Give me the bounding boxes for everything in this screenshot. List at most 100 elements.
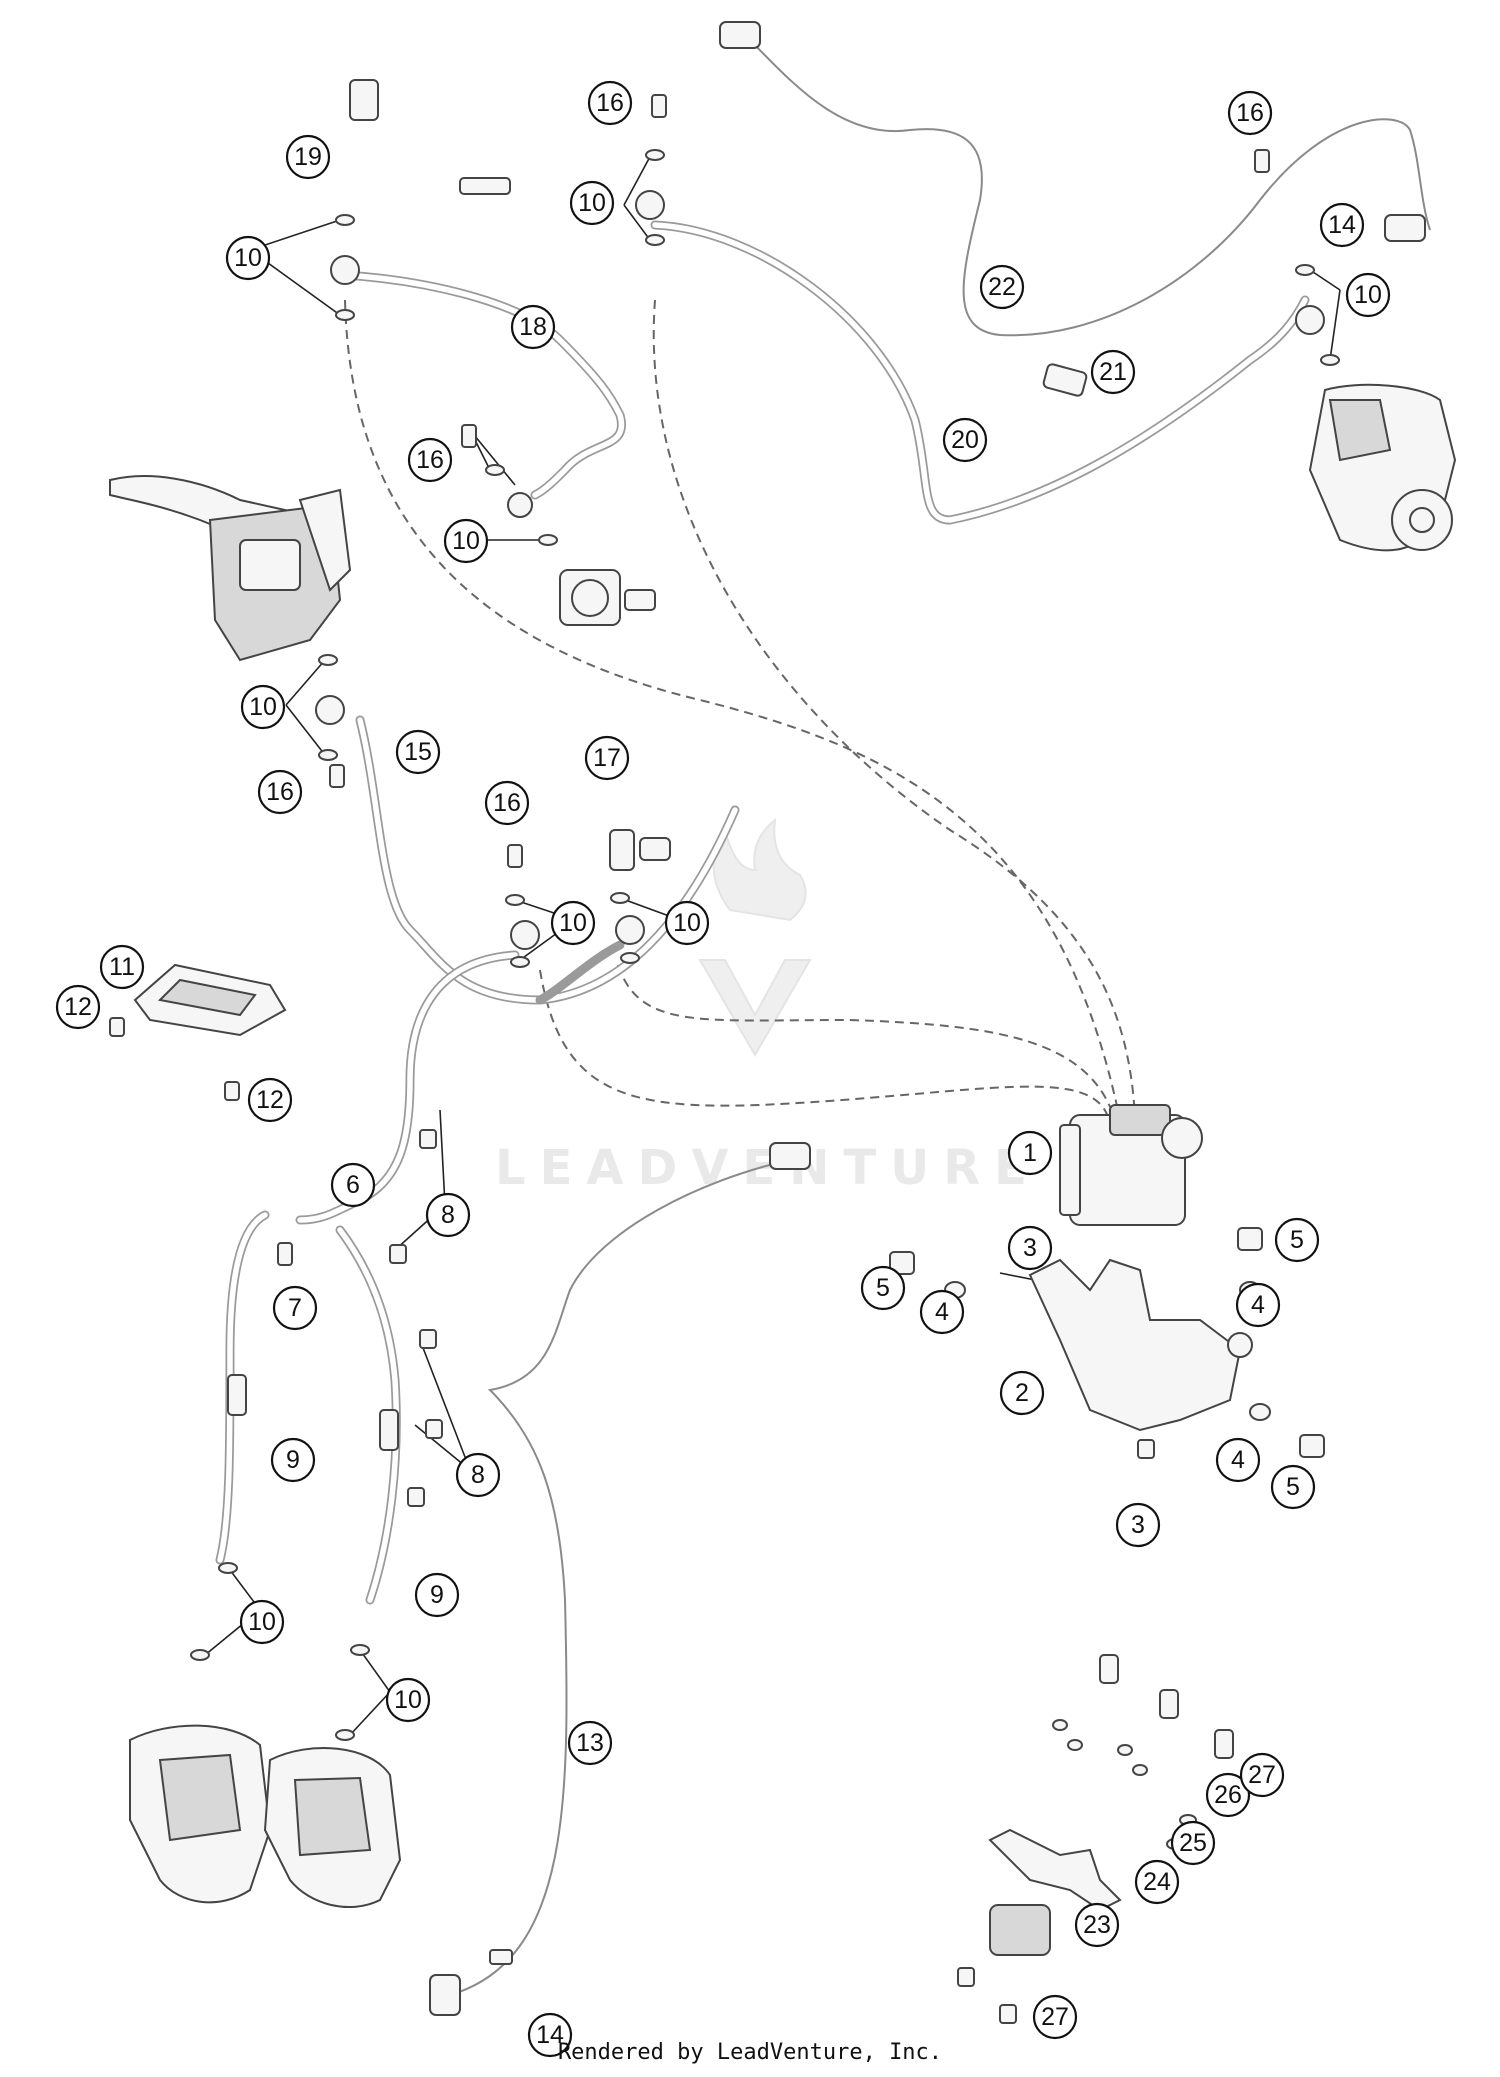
svg-text:16: 16 — [493, 789, 521, 817]
bleed-screw-16e — [507, 844, 523, 868]
svg-text:10: 10 — [234, 244, 262, 272]
front-brake-calipers — [129, 1724, 402, 1908]
callout-4a: 4 — [919, 1289, 965, 1335]
sensor-19 — [349, 79, 379, 121]
callout-18: 18 — [510, 304, 556, 350]
banjo-18 — [330, 255, 360, 285]
callout-26: 26 — [1205, 1772, 1251, 1818]
svg-text:8: 8 — [441, 1201, 455, 1229]
screw-12a — [109, 1017, 125, 1037]
dashed-line-17 — [617, 964, 1116, 1121]
brake-hoses — [215, 34, 1431, 1996]
cable-13 — [449, 1159, 791, 1996]
svg-text:6: 6 — [346, 1171, 360, 1199]
svg-text:4: 4 — [1231, 1446, 1245, 1474]
callout-10a: 10 — [225, 235, 271, 281]
callout-10c: 10 — [1345, 272, 1391, 318]
dashed-line-18 — [344, 299, 1121, 1121]
callout-16e: 16 — [484, 780, 530, 826]
callout-8a: 8 — [425, 1192, 471, 1238]
callout-13: 13 — [567, 1720, 613, 1766]
callout-5c: 5 — [1270, 1464, 1316, 1510]
svg-text:22: 22 — [988, 273, 1016, 301]
svg-text:16: 16 — [1236, 99, 1264, 127]
svg-text:14: 14 — [1328, 211, 1356, 239]
callout-10b: 10 — [569, 180, 615, 226]
cover-11 — [133, 963, 287, 1037]
svg-text:10: 10 — [249, 693, 277, 721]
svg-text:27: 27 — [1041, 2003, 1069, 2031]
svg-text:3: 3 — [1131, 1511, 1145, 1539]
rear-master-cylinder — [559, 569, 656, 626]
svg-text:19: 19 — [294, 143, 322, 171]
banjo-caliper-rear — [1295, 305, 1325, 335]
connector-22 — [719, 21, 761, 49]
watermark: LEADVENTURE — [495, 817, 1041, 1196]
banjo-20 — [635, 190, 665, 220]
callout-7: 7 — [272, 1285, 318, 1331]
svg-text:3: 3 — [1023, 1234, 1037, 1262]
callout-3a: 3 — [1007, 1225, 1053, 1271]
callout-4c: 4 — [1215, 1437, 1261, 1483]
svg-text:10: 10 — [452, 527, 480, 555]
sensor-14-front — [429, 1974, 461, 2016]
callout-3b: 3 — [1115, 1502, 1161, 1548]
connector-13 — [769, 1142, 811, 1170]
callout-23: 23 — [1074, 1902, 1120, 1948]
callout-25: 25 — [1170, 1820, 1216, 1866]
callouts: 1 2 3 3 4 4 4 5 5 5 6 7 8 8 9 9 10 10 10… — [55, 80, 1391, 2058]
cable-22 — [744, 34, 1431, 337]
callout-10e: 10 — [240, 684, 286, 730]
svg-text:8: 8 — [471, 1461, 485, 1489]
connector-19 — [459, 177, 511, 195]
dashed-routing-lines — [344, 299, 1136, 1126]
svg-text:21: 21 — [1099, 358, 1127, 386]
washers — [190, 149, 1340, 1741]
bleed-screw-16a — [651, 94, 667, 118]
callout-14a: 14 — [1319, 202, 1365, 248]
svg-text:20: 20 — [951, 426, 979, 454]
callout-16d: 16 — [257, 769, 303, 815]
abs-bracket — [889, 1227, 1325, 1459]
svg-text:10: 10 — [673, 909, 701, 937]
callout-16c: 16 — [407, 437, 453, 483]
svg-text:4: 4 — [1251, 1291, 1265, 1319]
callout-5a: 5 — [860, 1265, 906, 1311]
svg-text:14: 14 — [536, 2021, 564, 2049]
svg-text:12: 12 — [64, 993, 92, 1021]
clip-8b — [419, 1329, 437, 1349]
hose-18 — [340, 270, 627, 500]
banjo-6 — [510, 920, 540, 950]
watermark-text: LEADVENTURE — [495, 1140, 1041, 1196]
banjo-17 — [615, 915, 645, 945]
svg-text:16: 16 — [416, 446, 444, 474]
svg-text:13: 13 — [576, 1729, 604, 1757]
bleed-screw-16d — [329, 764, 345, 788]
front-master-cylinder — [109, 475, 352, 662]
callout-27a: 27 — [1239, 1752, 1285, 1798]
callout-10f: 10 — [550, 900, 596, 946]
callout-10i: 10 — [385, 1677, 431, 1723]
svg-text:16: 16 — [596, 89, 624, 117]
callout-1: 1 — [1007, 1130, 1053, 1176]
callout-16b: 16 — [1227, 90, 1273, 136]
svg-text:23: 23 — [1083, 1911, 1111, 1939]
callout-16a: 16 — [587, 80, 633, 126]
svg-text:5: 5 — [876, 1274, 890, 1302]
callout-12a: 12 — [55, 984, 101, 1030]
svg-text:10: 10 — [559, 909, 587, 937]
svg-text:25: 25 — [1179, 1829, 1207, 1857]
banjo-15 — [315, 695, 345, 725]
svg-text:17: 17 — [593, 744, 621, 772]
hose-20 — [650, 220, 1310, 525]
svg-text:5: 5 — [1290, 1226, 1304, 1254]
pressure-sensor-17 — [609, 829, 635, 871]
svg-text:18: 18 — [519, 313, 547, 341]
fittings — [109, 21, 1426, 2016]
banjo-18b — [507, 492, 533, 518]
dashed-line-20 — [652, 299, 1136, 1121]
svg-text:10: 10 — [578, 189, 606, 217]
svg-text:27: 27 — [1248, 1761, 1276, 1789]
callout-19: 19 — [285, 134, 331, 180]
